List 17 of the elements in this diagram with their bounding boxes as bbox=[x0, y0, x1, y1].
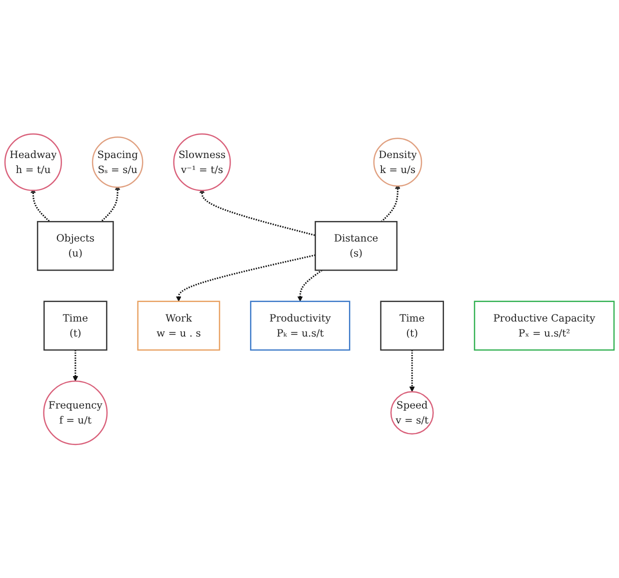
node-box: Distance (s) bbox=[314, 220, 398, 271]
node-circle: Headway h = t/u bbox=[4, 133, 62, 191]
node-box: Time (t) bbox=[43, 300, 108, 350]
node-box: Work w = u . s bbox=[137, 300, 220, 350]
arrow bbox=[176, 254, 316, 302]
node-box: Objects (u) bbox=[36, 220, 114, 271]
node-circle: Spacing Sₛ = s/u bbox=[92, 136, 144, 188]
node-box: Time (t) bbox=[380, 300, 444, 350]
node-box: Productive Capacity Pₓ = u.s/t² bbox=[474, 300, 615, 350]
node-circle: Slowness v⁻¹ = t/s bbox=[173, 133, 231, 191]
node-circle: Speed v = s/t bbox=[390, 390, 434, 434]
node-circle: Frequency f = u/t bbox=[43, 380, 108, 445]
node-circle: Density k = u/s bbox=[373, 138, 422, 186]
arrow bbox=[72, 350, 78, 382]
arrow bbox=[409, 350, 415, 392]
node-box: Productivity Pₖ = u.s/t bbox=[250, 300, 350, 350]
arrow bbox=[297, 269, 322, 302]
